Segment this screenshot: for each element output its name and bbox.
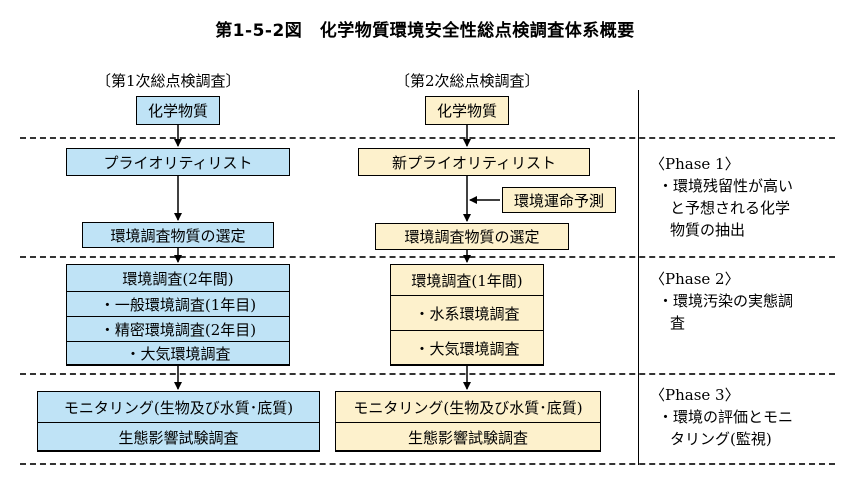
- second-monitoring-box: モニタリング(生物及び水質･底質) 生態影響試験調査: [335, 391, 601, 452]
- environmental-fate-box: 環境運命予測: [502, 187, 616, 213]
- phase-3-line-1: ・環境の評価とモニ: [658, 408, 794, 426]
- phase-1-label: 〈Phase 1〉: [650, 155, 740, 173]
- first-survey-title: 環境調査(2年間): [66, 264, 290, 292]
- first-eco-test-label: 生態影響試験調査: [37, 422, 320, 452]
- second-eco-test-label: 生態影響試験調査: [335, 422, 601, 452]
- separator-line-1: [20, 137, 835, 139]
- second-selection-box: 環境調査物質の選定: [375, 223, 569, 250]
- phase-2-description: 〈Phase 2〉 ・環境汚染の実態調 査: [650, 268, 793, 334]
- first-selection-box: 環境調査物質の選定: [82, 222, 274, 248]
- first-priority-list-box: プライオリティリスト: [66, 148, 290, 176]
- second-survey-box: 環境調査(1年間) ・水系環境調査 ・大気環境調査: [390, 264, 544, 366]
- phase-divider-line: [638, 90, 639, 465]
- phase-3-label: 〈Phase 3〉: [650, 386, 740, 404]
- second-survey-header: 〔第2次総点検調査〕: [395, 72, 540, 90]
- first-chemical-box: 化学物質: [136, 96, 220, 125]
- phase-2-line-1: ・環境汚染の実態調: [658, 292, 794, 310]
- first-monitoring-label: モニタリング(生物及び水質･底質): [37, 391, 320, 423]
- second-survey-item-water: ・水系環境調査: [390, 295, 544, 331]
- first-survey-item-detailed: ・精密環境調査(2年目): [66, 316, 290, 342]
- first-monitoring-box: モニタリング(生物及び水質･底質) 生態影響試験調査: [37, 391, 320, 452]
- phase-2-line-2: 査: [670, 314, 686, 332]
- figure-title: 第1-5-2図 化学物質環境安全性総点検調査体系概要: [215, 21, 635, 41]
- second-priority-list-box: 新プライオリティリスト: [358, 148, 590, 176]
- phase-3-line-2: タリング(監視): [670, 430, 772, 448]
- first-survey-item-air: ・大気環境調査: [66, 341, 290, 366]
- second-monitoring-label: モニタリング(生物及び水質･底質): [335, 391, 601, 423]
- phase-1-line-2: と予想される化学: [670, 199, 791, 217]
- phase-1-description: 〈Phase 1〉 ・環境残留性が高い と予想される化学 物質の抽出: [650, 153, 793, 241]
- second-survey-title: 環境調査(1年間): [390, 264, 544, 296]
- separator-line-4: [20, 463, 835, 465]
- phase-2-label: 〈Phase 2〉: [650, 270, 740, 288]
- separator-line-2: [20, 256, 835, 258]
- first-survey-box: 環境調査(2年間) ・一般環境調査(1年目) ・精密環境調査(2年目) ・大気環…: [66, 264, 290, 366]
- phase-1-line-1: ・環境残留性が高い: [658, 177, 794, 195]
- separator-line-3: [20, 373, 835, 375]
- second-survey-item-air: ・大気環境調査: [390, 330, 544, 366]
- phase-1-line-3: 物質の抽出: [670, 221, 746, 239]
- second-chemical-box: 化学物質: [425, 96, 509, 125]
- first-survey-item-general: ・一般環境調査(1年目): [66, 291, 290, 317]
- first-survey-header: 〔第1次総点検調査〕: [96, 72, 241, 90]
- phase-3-description: 〈Phase 3〉 ・環境の評価とモニ タリング(監視): [650, 384, 793, 450]
